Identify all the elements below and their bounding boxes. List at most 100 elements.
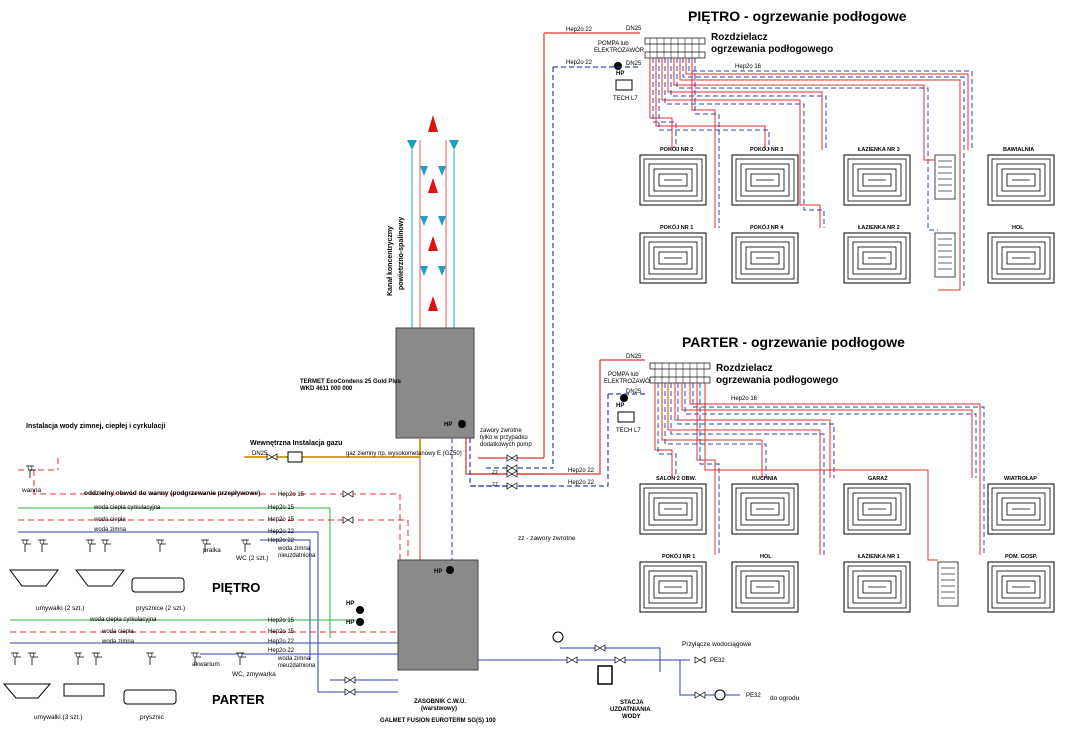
pietro-room-coil-7 <box>843 232 911 284</box>
chimney-label-2: powietrzno-spalinowy <box>398 217 405 290</box>
pietro-controller-box <box>615 79 633 91</box>
boiler-name-1: TERMET EcoCondens 25 Gold Plus <box>300 379 402 385</box>
flue-up-arrow <box>428 178 438 193</box>
zz-note: zz - zawory zwrotne <box>518 535 576 542</box>
boiler-box <box>395 327 475 439</box>
pietro-room-label: POKÓJ NR 4 <box>750 223 784 231</box>
cold-label: woda zimna <box>101 639 135 645</box>
pietro-room-label: BAWIALNIA <box>1003 147 1034 153</box>
parter-radiator <box>937 561 959 607</box>
flue-up-arrow <box>428 115 438 132</box>
warm-label: woda ciepła <box>101 629 134 635</box>
pietro-pump-label-2: ELEKTROZAWÓR <box>594 47 645 54</box>
valves-note-1: zawory zwrotne <box>480 428 522 434</box>
parter-room-coil-5 <box>639 561 707 613</box>
air-down-arrow <box>449 140 459 150</box>
pietro-room-coil-5 <box>639 232 707 284</box>
pietro-dn25-a: DN25 <box>626 26 642 32</box>
pralka-label: pralka <box>203 547 221 554</box>
parter-room-label: POKÓJ NR 1 <box>662 552 695 560</box>
parter-dn25-a: DN25 <box>626 354 642 360</box>
water-connection-label: Przyłącze wodociągowe <box>682 641 752 648</box>
pietro-hep22-mid: Hep2o 22 <box>566 60 593 66</box>
wc2-label: WC (2 szt.) <box>236 555 269 562</box>
zz-label: zz <box>492 470 498 476</box>
pietro-water-lines <box>18 458 409 693</box>
water-station-label-2: UZDATNIANIA <box>610 707 651 713</box>
storage-pump-icon <box>446 566 454 574</box>
parter-room-label: KUCHNIA <box>752 476 777 482</box>
parter-hep22-a: Hep2o 22 <box>568 468 595 474</box>
parter-title: PARTER - ogrzewanie podłogowe <box>682 334 905 350</box>
gas-filter <box>287 451 303 463</box>
hep22: Hep2o 22 <box>268 529 295 535</box>
prysznic-label: prysznic <box>140 714 165 721</box>
pe32-a: PE32 <box>710 658 725 664</box>
untreated-label-1: woda zimna <box>277 656 311 662</box>
parter-room-coil-2 <box>731 483 799 535</box>
untreated-label-2: nieuzdatniona <box>278 663 316 669</box>
pietro-hep16: Hep2o 16 <box>735 64 762 70</box>
pietro-radiator-2 <box>934 232 956 278</box>
washbasin <box>63 683 105 697</box>
umywalki2-label: umywalki (2 szt.) <box>36 605 84 612</box>
hep15: Hep2o 15 <box>268 629 295 635</box>
pietro-pump-icon <box>614 62 622 70</box>
parter-room-label: HOL <box>760 554 772 560</box>
valves-note-3: dodatkowych pomp <box>480 442 532 448</box>
storage-label-3: GALMET FUSION EUROTERM SG(S) 100 <box>380 718 496 724</box>
pietro-room-label: POKÓJ NR 2 <box>660 145 693 153</box>
parter-room-coil-8 <box>987 561 1055 613</box>
pietro-hp-label: HP <box>616 71 624 77</box>
water-station-label-1: STACJA <box>620 700 644 706</box>
shower-tray <box>131 577 185 593</box>
pietro-distributor-label-1: Rozdzielacz <box>711 32 768 43</box>
valves-note-2: tylko w przypadku <box>480 435 528 441</box>
gas-label: Wewnętrzna Instalacja gazu <box>250 440 342 447</box>
gas-dn25: DN25 <box>252 451 268 457</box>
pietro-room-coil-8 <box>987 232 1055 284</box>
cold-label: woda zimna <box>93 527 127 533</box>
pietro-room-label: POKÓJ NR 3 <box>750 145 783 153</box>
parter-distributor-label-1: Rozdzielacz <box>716 363 773 374</box>
hep22: Hep2o 22 <box>268 639 295 645</box>
pietro-distributor-label-2: ogrzewania podłogowego <box>711 44 833 55</box>
parter-room-coil-6 <box>731 561 799 613</box>
parter-dn25-b: DN25 <box>626 389 642 395</box>
warm-label: woda ciepła <box>93 517 126 523</box>
boiler-pump-icon <box>458 420 466 428</box>
akwarium-label: akwarium <box>192 661 220 668</box>
pietro-room-label: HOL <box>1012 225 1024 231</box>
pietro-room-coil-2 <box>731 154 799 206</box>
pietro-room-label: ŁAZIENKA NR 2 <box>858 225 900 231</box>
parter-hep22-b: Hep2o 22 <box>568 480 595 486</box>
pietro-room-coil-1 <box>639 154 707 206</box>
hep22: Hep2o 22 <box>268 648 295 654</box>
untreated-label-2: nieuzdatniona <box>278 553 316 559</box>
untreated-label-1: woda zimna <box>277 546 311 552</box>
parter-hep16: Hep2o 16 <box>731 396 758 402</box>
water-station-filter <box>597 665 613 685</box>
umywalki3-label: umywalki (3 szt.) <box>34 714 82 721</box>
pietro-manifold <box>644 37 706 59</box>
storage-label-1: ZASOBNIK C.W.U. <box>414 699 466 705</box>
floor-pietro: PIĘTRO <box>212 580 260 595</box>
wc-zmywarka-label: WC, zmywarka <box>232 671 276 678</box>
water-hp: HP <box>346 620 354 626</box>
air-down-arrow <box>407 140 417 150</box>
parter-room-coil-7 <box>843 561 911 613</box>
zz-label: zz <box>492 482 498 488</box>
circ-label: woda ciepła cyrkulacyjna <box>93 505 161 511</box>
washbasin <box>75 569 125 587</box>
circ-pump-icon <box>356 606 364 614</box>
flue-up-arrow <box>428 236 438 251</box>
parter-room-label: POM. GOSP. <box>1005 554 1038 560</box>
floor-parter: PARTER <box>212 692 265 707</box>
pietro-room-coil-3 <box>843 154 911 206</box>
pietro-tech: TECH L7 <box>613 96 638 102</box>
pietro-room-coil-4 <box>987 154 1055 206</box>
parter-room-coil-3 <box>843 483 911 535</box>
parter-pump-icon <box>620 394 628 402</box>
pietro-dn25-b: DN25 <box>626 61 642 67</box>
